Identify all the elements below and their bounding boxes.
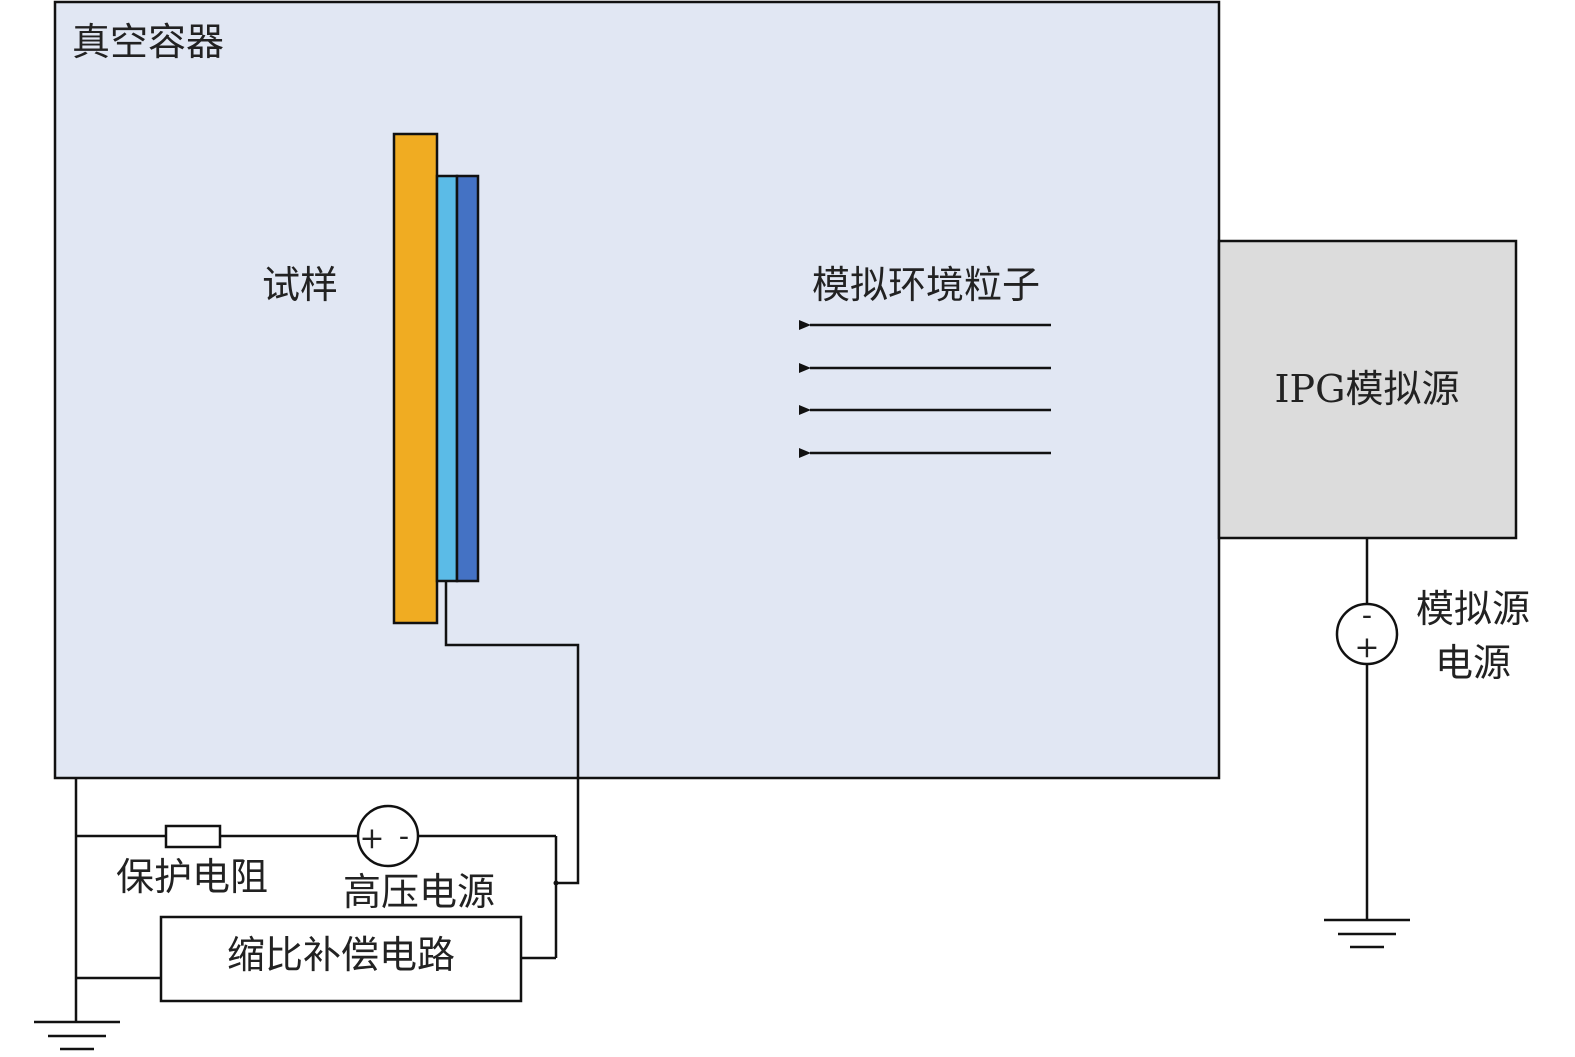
source-plus-sign: +: [1354, 630, 1379, 665]
compensation-circuit-box: [159, 915, 523, 1003]
vacuum-container: [53, 0, 1221, 780]
protect-resistor: [164, 824, 222, 849]
sample-label: 试样: [262, 263, 338, 307]
vacuum-container-label: 真空容器: [72, 20, 224, 64]
hv-minus-sign: -: [399, 819, 409, 854]
source-power-label-line1: 模拟源: [1416, 587, 1530, 631]
source-power-supply: - +: [1335, 598, 1399, 666]
sample-lead-wire: [444, 581, 580, 885]
compensation-circuit-label: 缩比补偿电路: [227, 933, 455, 977]
sample: [392, 132, 480, 625]
ipg-source-label: IPG模拟源: [1275, 367, 1460, 411]
hv-plus-sign: +: [359, 821, 384, 856]
sample-blue-layer: [455, 174, 480, 583]
protect-resistor-label: 保护电阻: [116, 855, 268, 899]
hv-power-source: + -: [356, 804, 420, 868]
ground-symbol-left: [34, 1020, 120, 1051]
source-minus-sign: -: [1362, 598, 1372, 633]
ipg-source-box: [1217, 239, 1518, 540]
source-power-label-line2: 电源: [1435, 641, 1511, 685]
junction-dot: [553, 880, 559, 886]
ground-symbol-right: [1324, 918, 1410, 949]
sample-light-blue-layer: [435, 174, 459, 583]
sample-substrate: [392, 132, 439, 625]
hv-power-label: 高压电源: [343, 870, 495, 914]
particles-label: 模拟环境粒子: [812, 263, 1040, 307]
